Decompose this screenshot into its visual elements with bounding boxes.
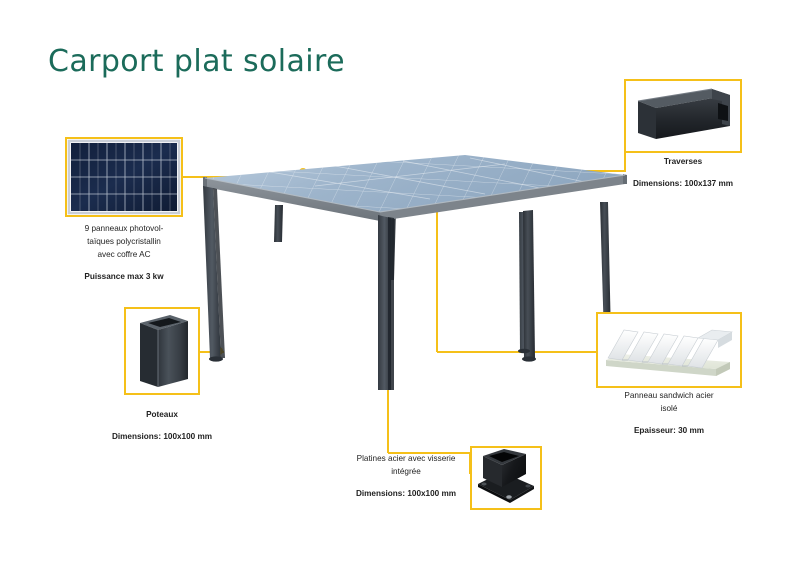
- beam-channel-slot: [718, 103, 728, 121]
- bolt-hole-bottom: [506, 495, 512, 499]
- caption-platines: Platines acier avec visserie intégrée Di…: [330, 452, 482, 500]
- caption-solar-panels: 9 panneaux photovol- taïques polycristal…: [62, 222, 186, 283]
- carport-fascia-front-left: [205, 178, 380, 221]
- caption-spec: Puissance max 3 kw: [84, 272, 164, 281]
- caption-spec: Epaisseur: 30 mm: [633, 426, 705, 435]
- carport-post-front-center: [378, 215, 391, 390]
- caption-line: Platines acier avec visserie: [356, 454, 456, 463]
- caption-spec: Dimensions: 100x137 mm: [632, 179, 734, 188]
- post-hollow-opening: [148, 318, 181, 327]
- thumbnail-traverses: [624, 79, 742, 153]
- caption-line: 9 panneaux photovol-: [84, 224, 164, 233]
- thumbnail-sandwich-panel: [596, 312, 742, 388]
- carport-post-front-left: [203, 186, 221, 358]
- carport-post-front-center-shade: [388, 217, 394, 390]
- solar-panel-frame: [67, 139, 181, 215]
- carport-roof-panel-seams: [269, 157, 586, 200]
- beam-long-face: [656, 95, 730, 139]
- beam-highlight: [637, 88, 713, 102]
- leader-line-platines-post: [387, 352, 389, 453]
- leader-line-sandwich-panel: [437, 351, 597, 353]
- caption-sandwich-panel: Panneau sandwich acier isolé Epaisseur: …: [593, 389, 745, 437]
- carport-fascia-highlight: [204, 174, 626, 213]
- caption-line: intégrée: [391, 467, 421, 476]
- caption-line: isolé: [660, 404, 678, 413]
- plate-socket-left-face: [483, 456, 502, 487]
- carport-post-front-left-shade: [213, 188, 225, 358]
- carport-fascia-right-edge: [623, 174, 627, 184]
- post-front-face: [158, 321, 188, 387]
- sandwich-rib-shadows: [622, 359, 688, 367]
- caption-line: Panneau sandwich acier: [624, 391, 714, 400]
- sandwich-ribs: [607, 329, 719, 369]
- base-plate-flange-edge: [478, 484, 510, 503]
- thumbnail-solar-panels: [65, 137, 183, 217]
- carport-render: [203, 155, 627, 390]
- bolt-hole-left: [481, 482, 487, 486]
- sandwich-core-front: [606, 360, 730, 376]
- caption-spec: Dimensions: 100x100 mm: [111, 432, 213, 441]
- caption-traverses: Traverses Dimensions: 100x137 mm: [618, 155, 748, 190]
- carport-post-front-right: [523, 210, 535, 358]
- leader-line-sandwich-panel-vertical: [436, 174, 438, 352]
- caption-line: avec coffre AC: [97, 250, 151, 259]
- thumbnail-platines: [470, 446, 542, 510]
- carport-foot-rear-center: [518, 348, 530, 354]
- beam-top-face: [638, 89, 730, 108]
- base-plate-flange-edge-right: [510, 486, 534, 503]
- carport-post-rear-right: [600, 202, 611, 338]
- carport-fascia-left-edge: [203, 177, 207, 187]
- carport-foot-left: [209, 356, 223, 362]
- carport-foot-right: [522, 356, 536, 362]
- carport-roof-solar-cells: [205, 155, 625, 212]
- beam-front-face: [638, 101, 656, 139]
- solar-panel-busbars: [79, 143, 171, 211]
- solar-panel-cell-grid: [71, 143, 177, 211]
- carport-fascia-front-right: [380, 175, 625, 221]
- plate-socket-cavity: [489, 452, 519, 462]
- page-title: Carport plat solaire: [48, 44, 345, 79]
- caption-line: Traverses: [663, 157, 703, 166]
- caption-poteaux: Poteaux Dimensions: 100x100 mm: [94, 408, 230, 443]
- bolt-hole-right: [525, 484, 531, 488]
- post-left-face: [140, 323, 158, 387]
- thumbnail-poteaux: [124, 307, 200, 395]
- caption-spec: Dimensions: 100x100 mm: [355, 489, 457, 498]
- sandwich-right-edge: [718, 332, 732, 348]
- sandwich-core-edge: [716, 362, 730, 376]
- leader-line-platines-horizontal: [388, 452, 471, 454]
- carport-post-rear-stub: [274, 205, 283, 242]
- leader-line-platines-vertical: [469, 452, 471, 474]
- caption-line: Poteaux: [146, 410, 178, 419]
- caption-line: taïques polycristallin: [87, 237, 161, 246]
